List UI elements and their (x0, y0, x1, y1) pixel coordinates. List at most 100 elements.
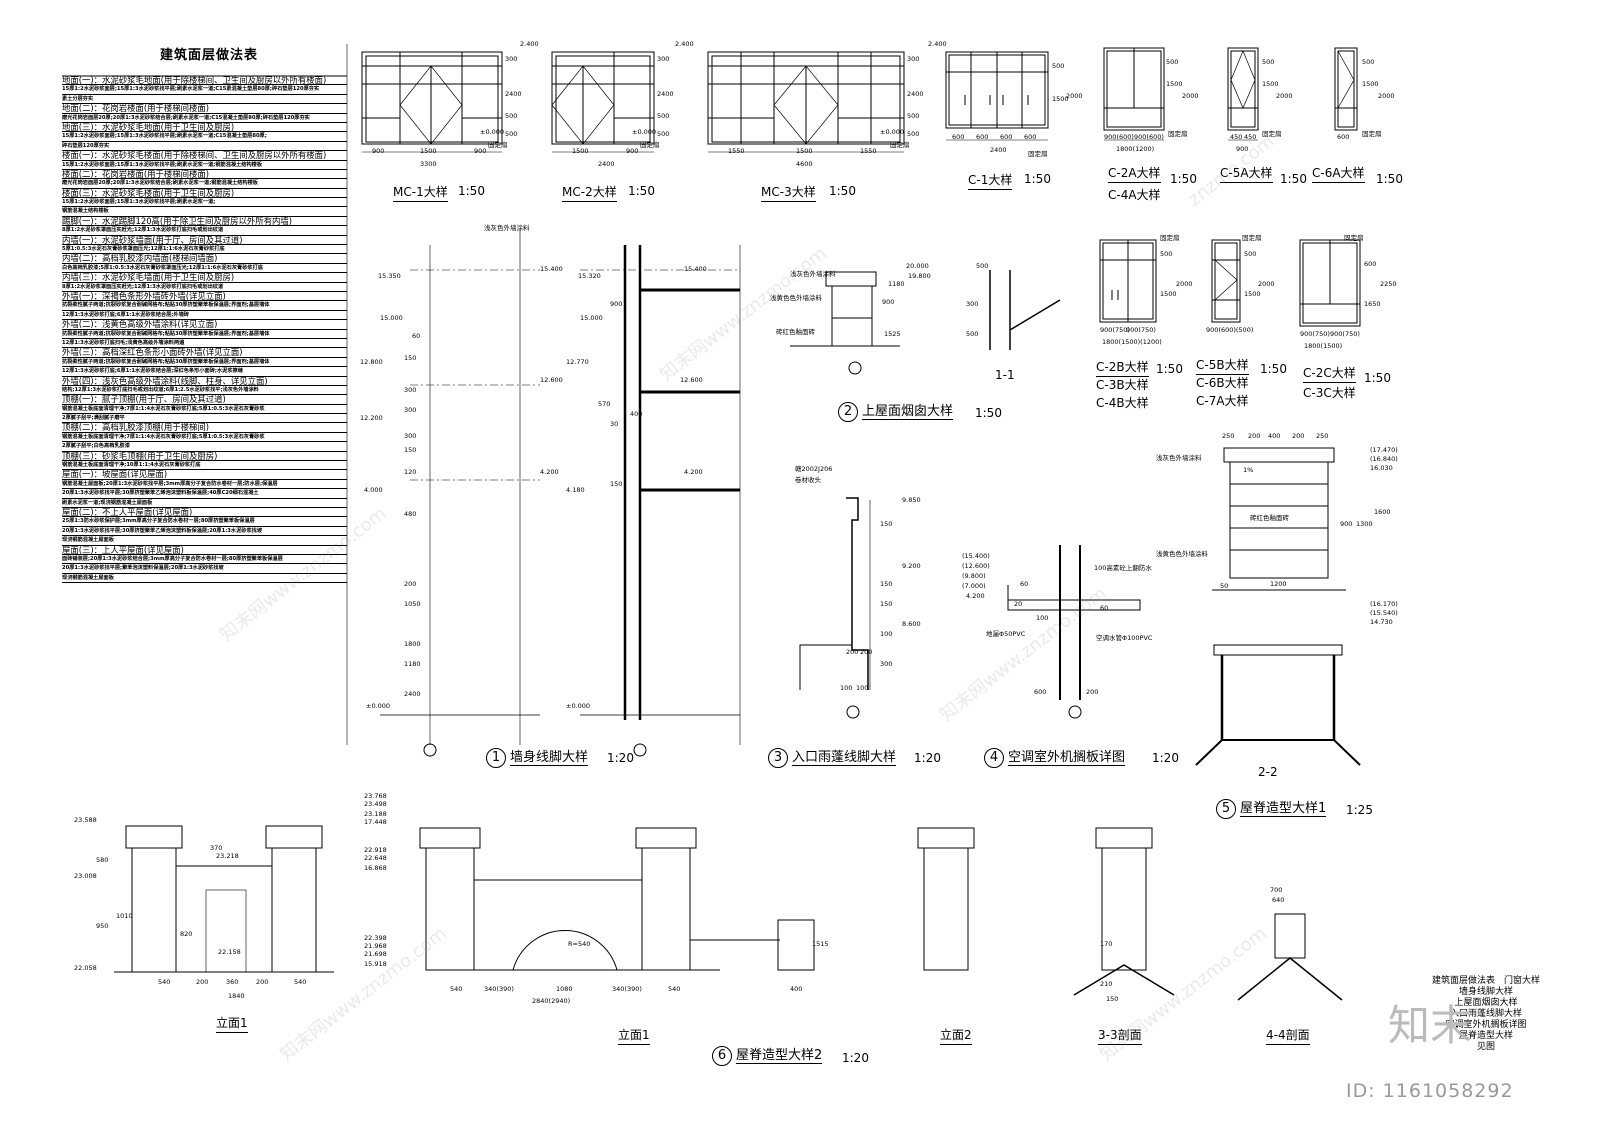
detail5-ridge (1195, 447, 1361, 766)
detail3-number: 3 (768, 748, 788, 768)
dimension-text: 1180 (888, 280, 905, 288)
detail5-number: 5 (1216, 799, 1236, 819)
dimension-text: 60 (412, 332, 421, 340)
title-block-line-2: 墙身线脚大样 (1459, 987, 1514, 997)
dimension-text: 22.918 (364, 846, 387, 854)
spec-row: 屋面(二)：不上人平屋面(详见屋面) (62, 508, 347, 518)
dimension-text: 12.600 (680, 376, 703, 384)
spec-row: 钢筋混凝土结构楼板 (62, 207, 347, 217)
spec-row: 内墙(三)：水泥砂浆毛墙面(用于卫生间及厨房) (62, 273, 347, 283)
dimension-text: 60 (1020, 580, 1029, 588)
dimension-text: 580 (96, 856, 109, 864)
spec-row: 面砖铺装层;20厚1:3水泥砂浆结合层;3mm厚高分子复合防水卷材一层;80厚挤… (62, 555, 347, 565)
dimension-text: 23.588 (74, 816, 97, 824)
spec-row: 钢筋混凝土板底面清理干净;7厚1:1:4水泥石灰膏砂浆打底;5厚1:0.5:3水… (62, 405, 347, 415)
detail1-label: 墙身线脚大样 (510, 750, 589, 766)
dimension-text: 2400 (505, 90, 522, 98)
detail5-label: 屋脊造型大样1 (1240, 801, 1327, 817)
dimension-text: 500 (1262, 58, 1275, 66)
c2a-label: C-2A大样 (1108, 164, 1161, 183)
spec-row: 抗裂柔性腻子两道;抗裂砂浆复合耐碱网格布;粘贴30厚挤塑聚苯板保温层;界面剂;基… (62, 358, 347, 368)
spec-row: 5厚1:0.5:3水泥石灰膏砂浆罩面压光;12厚1:1:6水泥石灰膏砂浆打底 (62, 245, 347, 255)
dimension-text: 100 (840, 684, 853, 692)
dimension-text: 4600 (796, 160, 813, 168)
dimension-text: 9.200 (902, 562, 921, 570)
dimension-text: 1525 (884, 330, 901, 338)
dimension-text: 20 (1014, 600, 1023, 608)
spec-row: 刷素水泥浆一道;现浇钢筋混凝土屋面板 (62, 499, 347, 508)
dimension-text: 8.600 (902, 620, 921, 628)
dimension-text: 300 (657, 55, 670, 63)
dimension-text: (16.840) (1370, 455, 1398, 463)
c5a-scale: 1:50 (1280, 172, 1307, 186)
spec-table-title: 建筑面层做法表 (160, 48, 259, 63)
dimension-text: (15.540) (1370, 609, 1398, 617)
c2c-sub-1: C-3C大样 (1303, 386, 1356, 400)
dimension-text: 500 (1166, 58, 1179, 66)
dimension-text: 15.320 (578, 272, 601, 280)
spec-row: 地面(二)：花岗岩楼面(用于楼梯间楼面) (62, 104, 347, 114)
spec-row: 外墙(一)：深褐色条形外墙砖外墙(详见立面) (62, 292, 347, 302)
dimension-text: 400 (1268, 432, 1281, 440)
dimension-text: 16.868 (364, 864, 387, 872)
dimension-text: 2250 (1380, 280, 1397, 288)
dimension-text: 1550 (728, 147, 745, 155)
dimension-text: 500 (1244, 250, 1257, 258)
dimension-text: 150 (880, 600, 893, 608)
dimension-text: 700 (1270, 886, 1283, 894)
dimension-text: 340(390) (484, 985, 514, 993)
dimension-text: (12.600) (962, 562, 990, 570)
dimension-text: 固定扇 (1362, 130, 1382, 138)
spec-row: 20厚1:3水泥砂浆找平层;30厚挤塑聚苯乙烯泡沫塑料板保温层;20厚1:3水泥… (62, 527, 347, 537)
c6a-label: C-6A大样 (1312, 164, 1365, 183)
dimension-text: 500 (966, 330, 979, 338)
detail4-number: 4 (984, 748, 1004, 768)
dimension-text: 固定扇 (1168, 130, 1188, 138)
mc3-scale: 1:50 (829, 184, 856, 198)
dimension-text: 30 (610, 420, 619, 428)
mc1-door-elevation (361, 51, 503, 153)
detail1-number: 1 (486, 748, 506, 768)
dimension-text: 300 (505, 55, 518, 63)
spec-row: 12厚1:3水泥砂浆打底;6厚1:1水泥砂浆结合层;深红色条形小面砖;水泥浆擦缝 (62, 367, 347, 377)
title-block-line-4: 入口雨蓬线脚大样 (1450, 1009, 1523, 1019)
dimension-text: (9.800) (962, 572, 986, 580)
c2b-window-elevation (1099, 239, 1157, 323)
dimension-text: 300 (404, 432, 417, 440)
dimension-text: 400 (630, 410, 643, 418)
detail6-number: 6 (712, 1046, 732, 1066)
dimension-text: 1500 (796, 147, 813, 155)
detail6-ridge-elevation (419, 827, 1343, 1001)
dimension-text: 4.180 (566, 486, 585, 494)
spec-row: 抗裂柔性腻子两道;抗裂砂浆复合耐碱网格布;粘贴30厚挤塑聚苯板保温层;界面剂;基… (62, 330, 347, 339)
dimension-text: 2000 (1276, 92, 1293, 100)
dimension-text: 500 (1052, 62, 1065, 70)
dimension-text: 900(750) (1330, 330, 1360, 338)
detail5-note-1: 浅灰色外墙涂料 (1156, 454, 1202, 462)
detail4-scale: 1:20 (1152, 751, 1179, 765)
spec-row: 15厚1:2水泥砂浆面层;15厚1:3水泥砂浆找平层;刷素水泥浆一道;钢筋混凝土… (62, 161, 347, 170)
dimension-text: 16.030 (1370, 464, 1393, 472)
detail3-scale: 1:20 (914, 751, 941, 765)
detail5-note-2: 砖红色釉面砖 (1250, 514, 1289, 522)
detail4-note-2: 地漏Φ50PVC (986, 630, 1026, 638)
c1-window-elevation (945, 51, 1049, 141)
dimension-text: 820 (180, 930, 193, 938)
dimension-text: 600 (952, 133, 965, 141)
spec-row: 地面(一)：水泥砂浆毛地面(用于除楼梯间、卫生间及厨房以外所有楼面) (62, 76, 347, 86)
dimension-text: 1500 (1052, 95, 1069, 103)
dimension-text: 540 (668, 985, 681, 993)
dimension-text: 150 (610, 480, 623, 488)
left-ridge-elevation (114, 825, 334, 973)
dimension-text: 1500 (1160, 290, 1177, 298)
spec-row: 20厚1:3水泥砂浆找平层;30厚挤塑聚苯乙烯泡沫塑料板保温层;40厚C20细石… (62, 489, 347, 499)
detail1-note: 浅灰色外墙涂料 (484, 224, 530, 232)
dimension-text: 固定扇 (640, 141, 660, 149)
detail4-label: 空调室外机搁板详图 (1008, 750, 1126, 766)
dimension-text: 固定扇 (1160, 234, 1180, 242)
dimension-text: 150 (404, 446, 417, 454)
dimension-text: 23.008 (74, 872, 97, 880)
